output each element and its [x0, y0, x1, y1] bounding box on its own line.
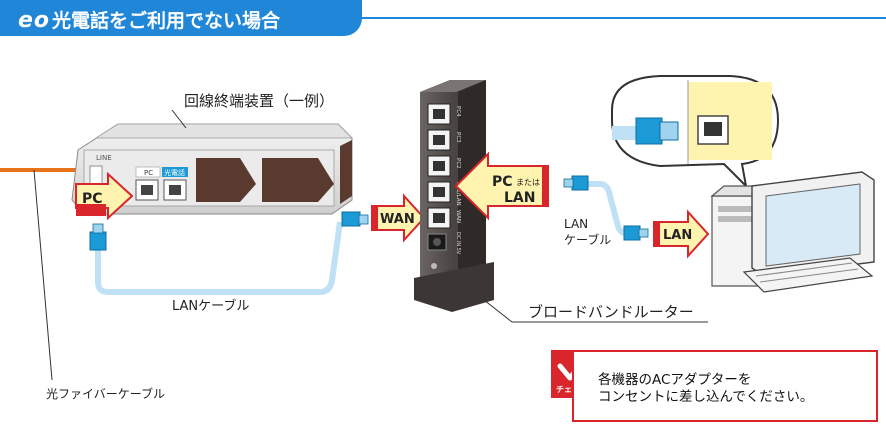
onu-pc-port-label: PC: [144, 169, 153, 177]
check-notice-box: [572, 350, 878, 422]
lan-cable-right-line2: ケーブル: [564, 232, 611, 247]
router-leader-line: [483, 299, 708, 323]
onu-label: 回線終端装置（一例）: [184, 92, 334, 110]
lan-arrow: [653, 209, 710, 259]
lan-arrow-label: LAN: [663, 228, 692, 243]
wan-arrow-label: WAN: [380, 212, 415, 227]
wan-arrow: [371, 193, 426, 243]
fiber-cable-label: 光ファイバーケーブル: [46, 387, 166, 401]
router-wan-plug: [341, 211, 369, 227]
fiber-leader-line: [33, 169, 53, 381]
header-brand: eo: [18, 8, 51, 33]
onu-lan-plug: [89, 223, 107, 251]
pc-or-lan-mata: または: [516, 178, 540, 187]
check-line-1: 各機器のACアダプターを: [598, 372, 752, 388]
router-label: ブロードバンドルーター: [528, 303, 694, 321]
pc-or-lan-line2: LAN: [504, 190, 535, 206]
cable-plug-lower: [623, 225, 649, 241]
desktop-pc: [710, 171, 875, 293]
header-title-text: 光電話をご利用でない場合: [52, 10, 281, 32]
router-port-label-2: PC3: [455, 132, 461, 143]
pc-arrow: [75, 171, 134, 221]
pc-or-lan-line1: PC: [492, 174, 513, 190]
onu-leader-line: [171, 109, 187, 129]
router-port-label-3: PC2: [455, 158, 461, 169]
lan-cable-onu-router: [95, 221, 343, 295]
router-port-label-6: DC IN 5V: [455, 232, 461, 255]
cable-plug-upper: [563, 175, 589, 191]
lan-cable-bottom-label: LANケーブル: [172, 299, 250, 314]
lan-cable-router-pc: [584, 181, 631, 237]
onu-phone-port-label: 光電話: [164, 168, 185, 177]
router-port-label-1: PC4: [455, 106, 461, 117]
pc-arrow-label: PC: [82, 191, 103, 207]
zoom-bubble: [611, 75, 780, 189]
check-line-2: コンセントに差し込んでください。: [598, 389, 814, 405]
pc-or-lan-arrow: [454, 151, 549, 221]
router-port-label-5: WAN: [455, 210, 461, 223]
onu-line-label: LINE: [96, 154, 112, 162]
header-rule: [362, 17, 886, 19]
lan-cable-right-line1: LAN: [564, 217, 588, 231]
check-notice-text: 各機器のACアダプターを コンセントに差し込んでください。: [598, 372, 813, 406]
router-port-label-4: PC1/LAN: [455, 182, 461, 206]
